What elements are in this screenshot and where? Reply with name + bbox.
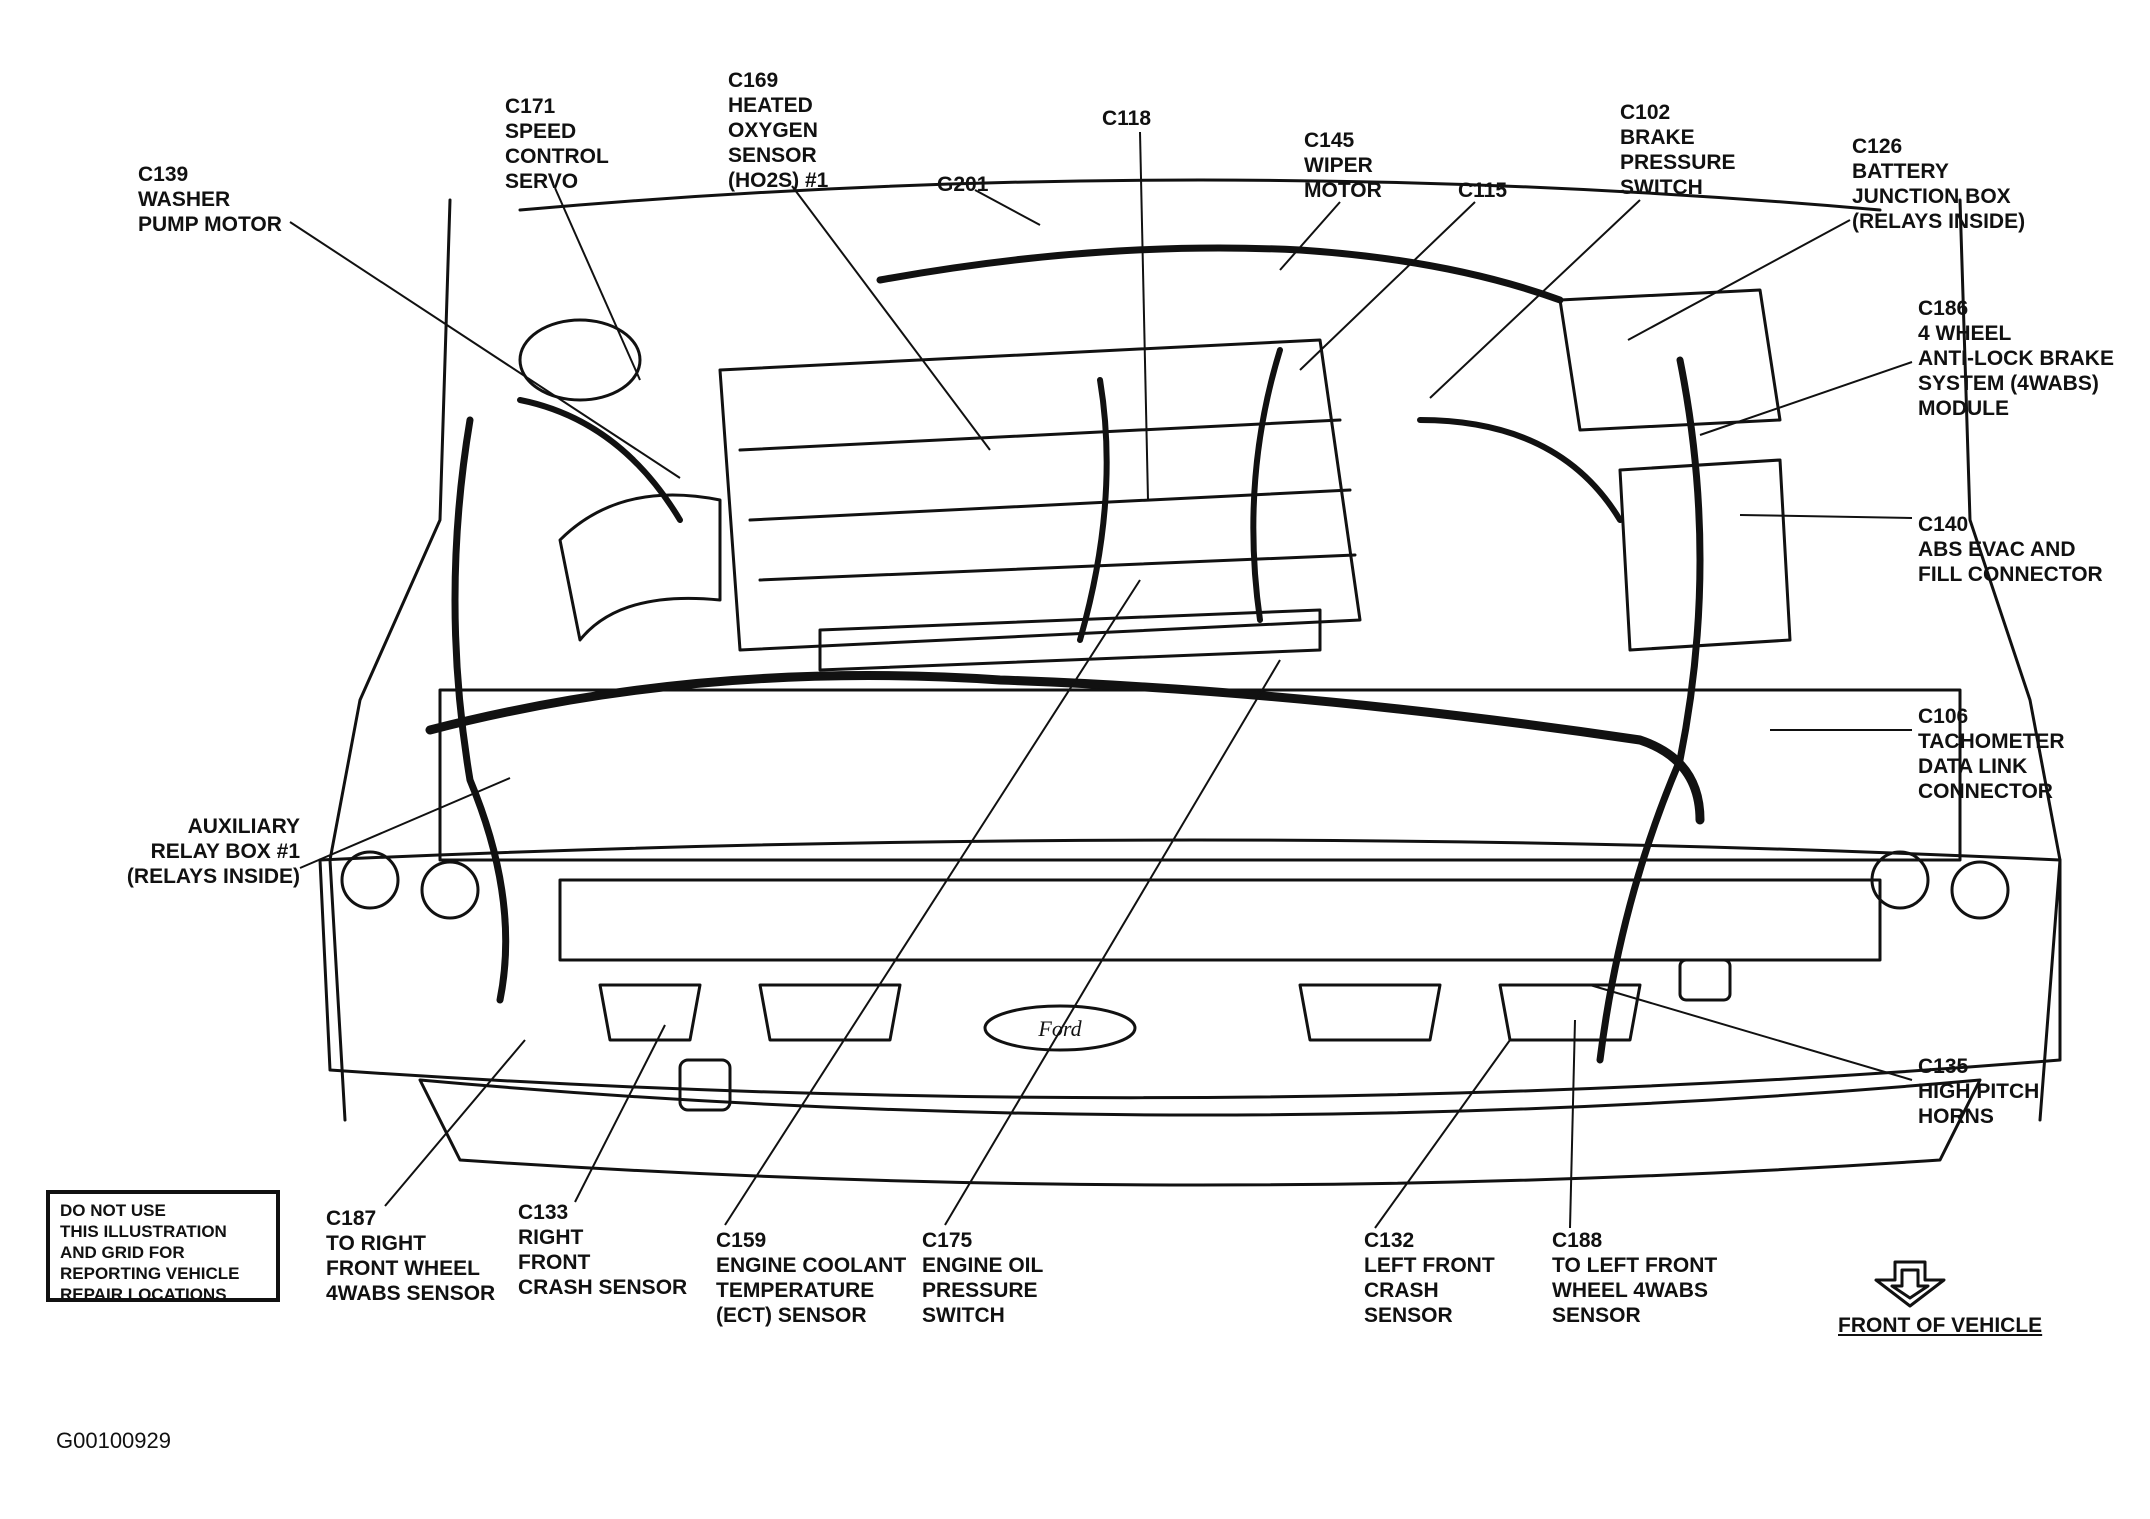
front-of-vehicle-label: FRONT OF VEHICLE bbox=[1838, 1314, 2043, 1337]
leader-c115 bbox=[1299, 201, 1476, 371]
leader-c175 bbox=[944, 659, 1281, 1226]
right-fender bbox=[328, 198, 452, 1122]
leader-c126 bbox=[1627, 219, 1851, 341]
battery-box bbox=[1558, 288, 1782, 432]
radiator-support bbox=[438, 688, 1962, 862]
grille-upper bbox=[558, 878, 1882, 962]
leader-c132 bbox=[1374, 1039, 1511, 1229]
leader-c171 bbox=[554, 187, 641, 381]
intake-manifold bbox=[718, 338, 1362, 652]
leader-c135 bbox=[1589, 984, 1913, 1081]
front-arrow-icon bbox=[1874, 1260, 1946, 1308]
front-bumper bbox=[318, 838, 2062, 1100]
leader-c187 bbox=[384, 1039, 526, 1207]
valve-cover bbox=[818, 608, 1322, 672]
leader-g201 bbox=[974, 189, 1041, 226]
svg-text:Ford: Ford bbox=[1037, 1016, 1082, 1041]
leader-c140 bbox=[1739, 514, 1913, 519]
leader-c169 bbox=[791, 185, 991, 451]
leader-c102 bbox=[1429, 199, 1641, 399]
label-c118: C118 bbox=[1102, 107, 1152, 130]
ford-logo-icon: Ford bbox=[983, 1004, 1137, 1052]
leader-aux bbox=[299, 777, 511, 869]
leader-c145 bbox=[1279, 201, 1341, 271]
cowl-line bbox=[518, 178, 1882, 212]
leader-c159 bbox=[724, 579, 1141, 1226]
lower-valance bbox=[418, 1078, 1982, 1187]
air-intake bbox=[558, 493, 722, 642]
leader-c188 bbox=[1569, 1019, 1576, 1229]
main-harness bbox=[425, 671, 1705, 825]
leader-c118 bbox=[1139, 131, 1149, 501]
label-g201: G201 bbox=[937, 173, 989, 196]
label-c115: C115 bbox=[1458, 179, 1508, 202]
leader-c133 bbox=[574, 1024, 666, 1203]
leader-c139 bbox=[289, 221, 681, 479]
figure-id: G00100929 bbox=[56, 1428, 171, 1453]
left-fender bbox=[1958, 198, 2062, 1122]
leader-c186 bbox=[1699, 361, 1913, 436]
